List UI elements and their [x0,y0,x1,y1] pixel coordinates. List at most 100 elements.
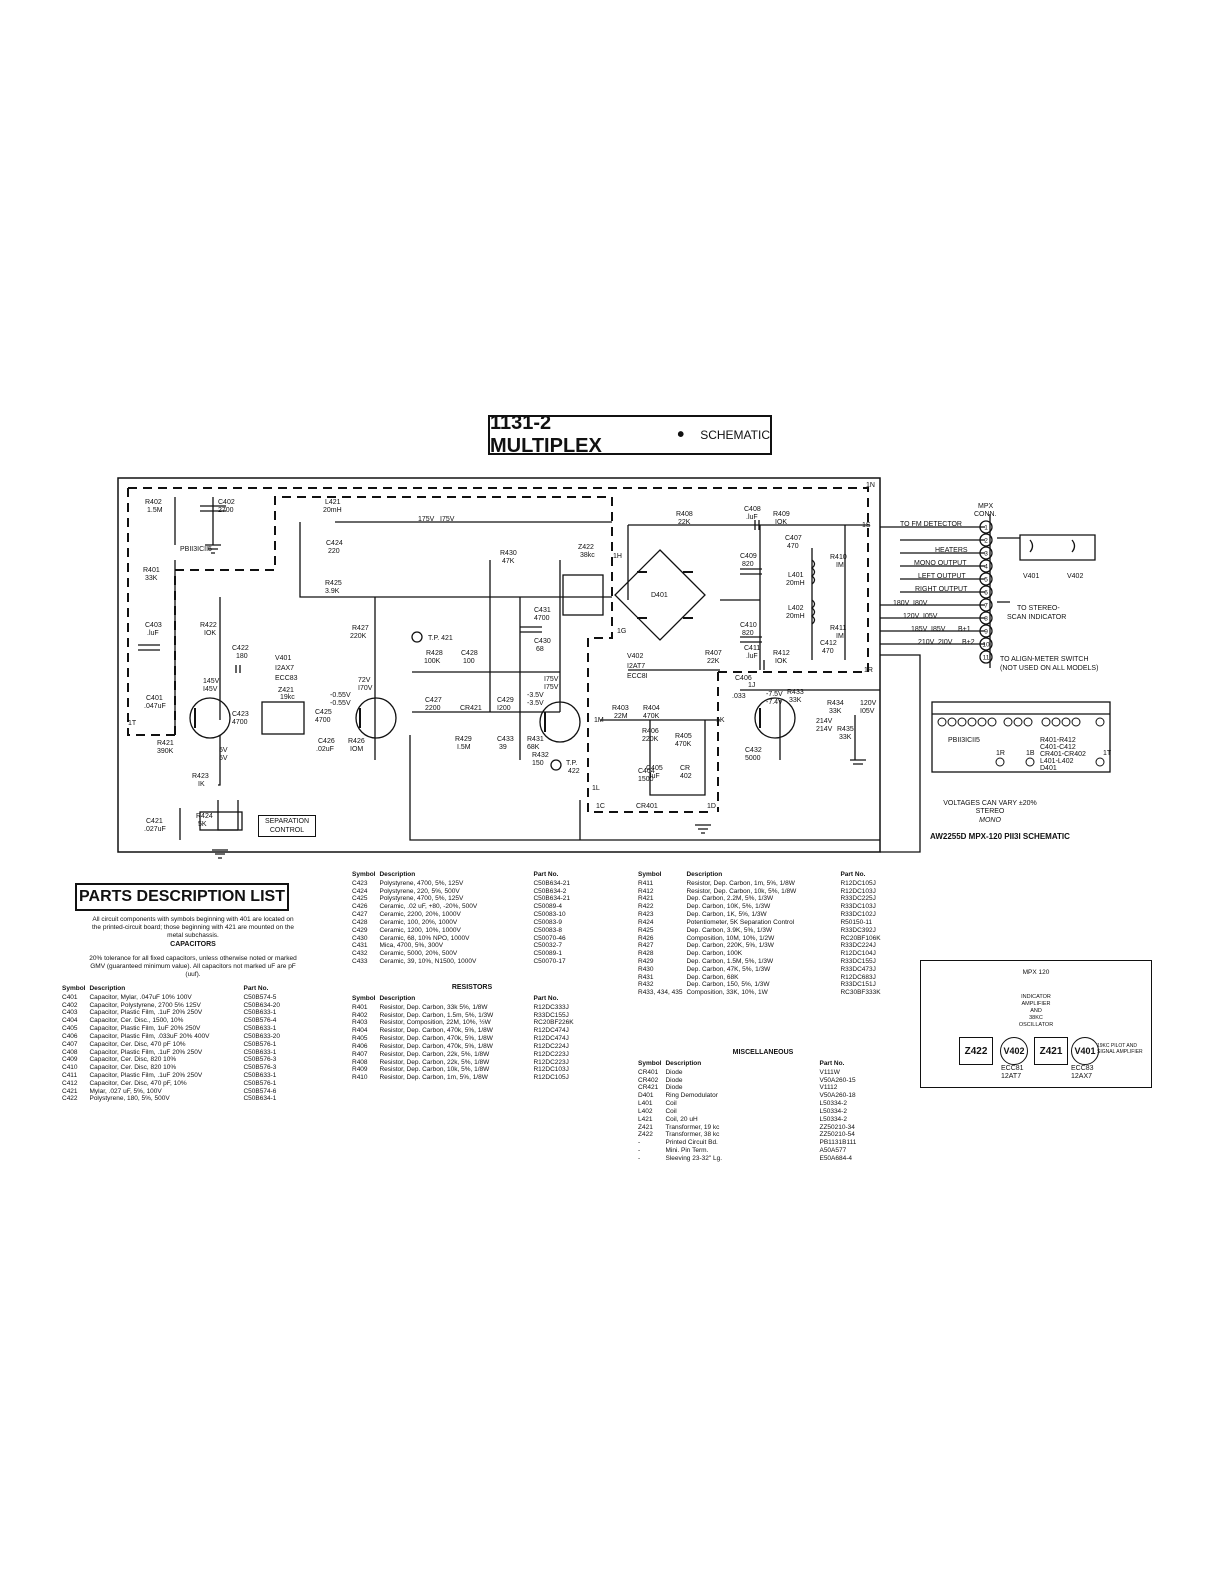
part-number: V1112 [819,1084,838,1092]
part-symbol: C425 [352,895,368,903]
part-number: R12DC104J [840,950,876,958]
schematic-label: T.P. 421 [428,635,453,642]
part-symbol: R432 [638,981,654,989]
part-symbol: R407 [352,1050,368,1058]
v401-socket: V401 [1071,1037,1099,1065]
schematic-label: 20mH [323,507,342,514]
part-number: C50B576-3 [243,1056,277,1064]
schematic-label: D401 [1040,765,1057,772]
schematic-label: 2200 [425,705,441,712]
schematic-label: C428 [461,650,478,657]
part-symbol: C424 [352,887,368,895]
schematic-label: T.P. [566,760,577,767]
schematic-label: 1J [748,682,755,689]
schematic-label: R406 [642,728,659,735]
panel-pilot-line1: 19KC PILOT AND [1097,1043,1137,1049]
schematic-label: TO FM DETECTOR [900,521,962,528]
schematic-label: R423 [192,773,209,780]
part-symbol: R412 [638,887,654,895]
schematic-label: .02uF [316,746,334,753]
part-symbol: R409 [352,1066,368,1074]
part-symbol: R423 [638,911,654,919]
part-symbol: C410 [62,1064,78,1072]
part-description: Polystyrene, 4700, 5%, 125V [379,895,464,903]
panel-12at7: 12AT7 [1001,1073,1022,1080]
part-number: RC20BF106K [840,934,881,942]
schematic-label: 100 [463,658,475,665]
schematic-label: CR401 [636,803,658,810]
part-description: Resistor, Dep. Carbon, 10k, 5%, 1/8W [379,1066,490,1074]
part-number: V111W [819,1068,840,1076]
part-description: Capacitor, Cer. Disc, 820 10% [89,1064,177,1072]
part-number: R33DC473J [840,965,876,973]
part-description: Polystyrene, 180, 5%, 500V [89,1095,170,1103]
schematic-label: 39 [499,744,507,751]
schematic-label: 1S [862,522,871,529]
schematic-label: C429 [497,697,514,704]
schematic-label: 47K [502,558,515,565]
schematic-label: R422 [200,622,217,629]
schematic-label: -0.55V [330,692,351,699]
schematic-label: 402 [680,773,692,780]
schematic-title: 1131-2 MULTIPLEX • SCHEMATIC [488,412,772,457]
schematic-label: 470 [787,543,799,550]
voltages-note: VOLTAGES CAN VARY ±20% STEREO MONO [930,800,1050,825]
part-symbol: CR401 [638,1068,659,1076]
schematic-label: 175V [418,516,435,523]
part-number: R12DC474J [533,1035,569,1043]
schematic-label: D401 [651,592,668,599]
schematic-label: C406 [735,675,752,682]
part-symbol: Z421 [638,1123,653,1131]
z422-box: Z422 [959,1037,993,1065]
table-row: C424 Polystyrene, 220, 5%, 500V C50B634-2 [352,887,574,897]
capacitors-heading: CAPACITORS [170,941,216,948]
part-number: C50B576-1 [243,1040,277,1048]
connector-pin-number: 3 [984,551,988,558]
part-description: Mylar, .027 uF, 5%, 100V [89,1087,162,1095]
schematic-label: 33K [839,734,852,741]
connector-pin-number: 9 [984,629,988,636]
schematic-label: 220 [328,548,340,555]
part-description: Resistor, Dep. Carbon, 1m, 5%, 1/8W [379,1074,488,1082]
part-description: Mica, 4700, 5%, 300V [379,942,444,950]
voltages-line2: STEREO [975,808,1005,816]
panel-12ax7: 12AX7 [1071,1073,1093,1080]
part-description: Ceramic, .02 uF, +80, -20%, 500V [379,903,478,911]
schematic-label: R421 [157,740,174,747]
schematic-label: IM [836,562,844,569]
schematic-label: 4700 [315,717,331,724]
part-description: Polystyrene, 220, 5%, 500V [379,887,460,895]
schematic-label: 1D [707,803,716,810]
part-number: C50B576-4 [243,1017,277,1025]
part-description: Resistor, Dep. Carbon, 22k, 5%, 1/8W [379,1058,490,1066]
part-description: Ceramic, 100, 20%, 1000V [379,918,458,926]
parts-intro: All circuit components with symbols begi… [92,916,294,940]
connector-pin-number: 8 [984,616,988,623]
title-sub: SCHEMATIC [700,428,770,442]
schematic-label: C411 [744,645,760,652]
col-symbol: Symbol [62,985,86,992]
part-number: C50B634-2 [533,887,567,895]
schematic-label: R426 [348,738,365,745]
col-part-no: Part No. [533,995,559,1002]
part-symbol: D401 [638,1092,654,1100]
schematic-label: R409 [773,511,790,518]
col-symbol: Symbol [352,995,376,1002]
schematic-label: R431 [527,736,544,743]
